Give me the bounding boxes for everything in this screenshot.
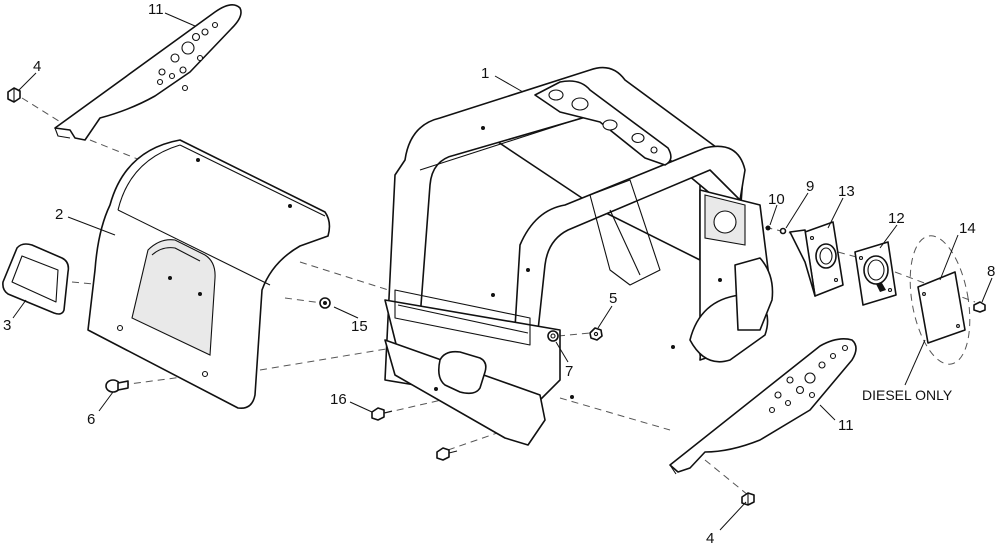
bolt-16 bbox=[371, 407, 393, 421]
callout-16: 16 bbox=[330, 391, 347, 408]
small-cover-3 bbox=[2, 243, 70, 315]
callout-15: 15 bbox=[351, 318, 368, 335]
callouts: 11 4 1 2 3 5 15 6 7 16 11 4 10 9 13 12 1… bbox=[3, 1, 995, 547]
assembly-line-bolt-lower bbox=[447, 431, 501, 451]
bolt-lower bbox=[436, 447, 458, 461]
hood-cover bbox=[87, 139, 331, 410]
assembly-line-fastener-4-bottom bbox=[704, 459, 749, 496]
nut-15 bbox=[319, 297, 331, 309]
assembly-line-hood-frame bbox=[299, 261, 421, 301]
assembly-line-fastener-4-top bbox=[21, 97, 71, 129]
assembly-line-plate-bottom bbox=[559, 397, 671, 431]
callout-7: 7 bbox=[565, 363, 573, 380]
fastener-4-top bbox=[7, 87, 21, 103]
assembly-line-hood-lower bbox=[259, 344, 411, 371]
callout-4-top: 4 bbox=[33, 58, 41, 75]
callout-2: 2 bbox=[55, 206, 63, 223]
fitting-9 bbox=[779, 227, 787, 235]
callout-11-bottom: 11 bbox=[838, 417, 854, 434]
fitting-10 bbox=[765, 225, 771, 231]
diesel-only-outline bbox=[909, 235, 971, 365]
leader-lines bbox=[12, 12, 993, 531]
callout-14: 14 bbox=[959, 220, 976, 237]
callout-5: 5 bbox=[609, 290, 617, 307]
plug-8 bbox=[973, 301, 986, 313]
bottom-side-plate bbox=[669, 338, 857, 475]
diesel-only-label: DIESEL ONLY bbox=[862, 387, 953, 403]
gauge-plate-12 bbox=[854, 241, 897, 306]
callout-11-top: 11 bbox=[148, 1, 164, 18]
callout-10: 10 bbox=[768, 191, 785, 208]
assembly-line-nut-15 bbox=[284, 297, 323, 304]
callout-12: 12 bbox=[888, 210, 905, 227]
assembly-line-pin-6 bbox=[121, 373, 206, 386]
diesel-only-group bbox=[909, 235, 986, 365]
callout-1: 1 bbox=[481, 65, 489, 82]
top-side-plate bbox=[54, 4, 242, 141]
callout-6: 6 bbox=[87, 411, 95, 428]
gauge-housing-13 bbox=[789, 221, 844, 297]
washer-7 bbox=[547, 330, 559, 342]
callout-3: 3 bbox=[3, 317, 11, 334]
callout-8: 8 bbox=[987, 263, 995, 280]
callout-13: 13 bbox=[838, 183, 855, 200]
cover-plate-14 bbox=[917, 271, 966, 344]
nut-5 bbox=[589, 327, 603, 341]
fastener-4-bottom bbox=[741, 492, 755, 506]
assembly-line-nut-5 bbox=[557, 332, 591, 337]
assembly-line-plate-top bbox=[89, 139, 166, 171]
callout-4-bottom: 4 bbox=[706, 530, 714, 547]
callout-9: 9 bbox=[806, 178, 814, 195]
main-frame bbox=[384, 66, 774, 446]
pin-6 bbox=[105, 379, 129, 393]
assembly-line-gauge-13 bbox=[837, 251, 861, 259]
